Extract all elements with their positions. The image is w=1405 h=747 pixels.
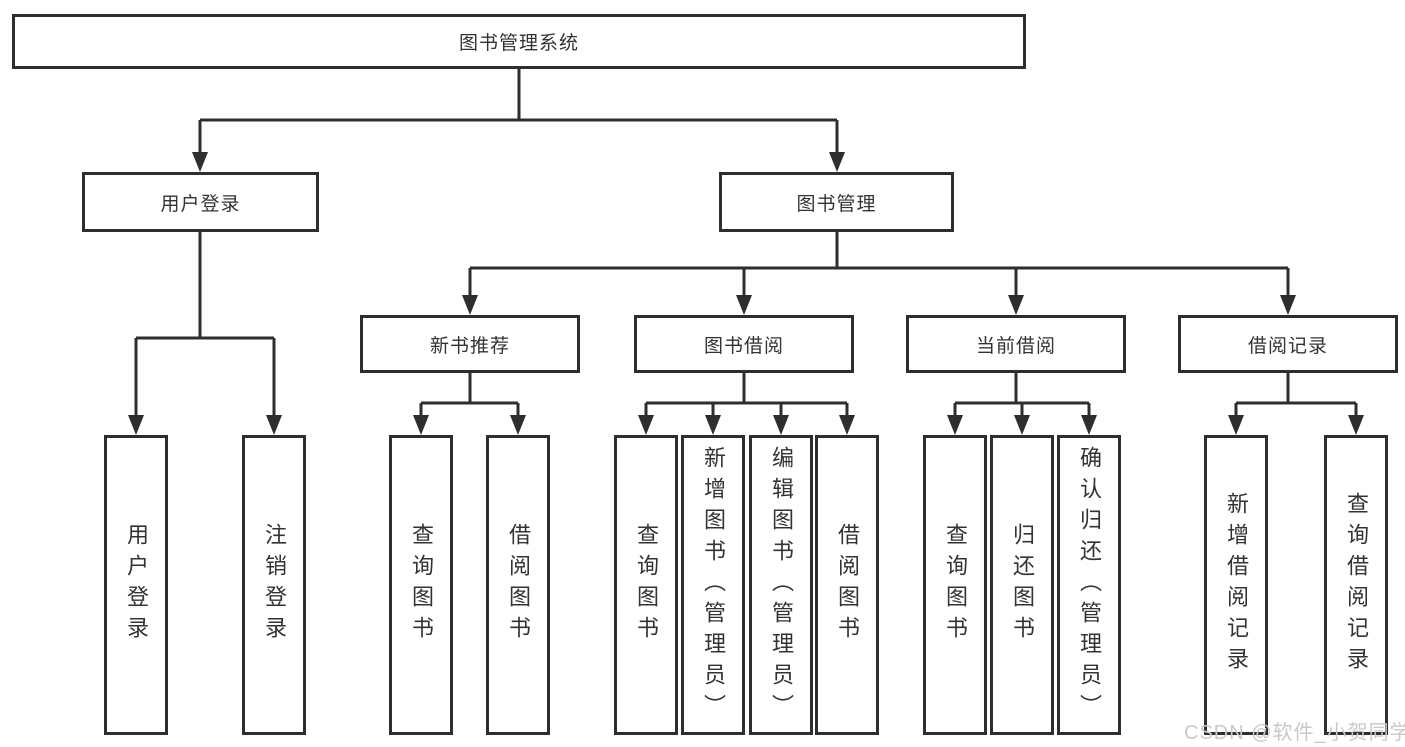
leaf-borrow-books-borrowing: 借阅图书 — [815, 435, 879, 735]
node-new-book-recommendation: 新书推荐 — [360, 315, 580, 373]
connector-records-to-leaves — [1234, 373, 1358, 421]
leaf-user-login: 用户登录 — [104, 435, 168, 735]
leaf-borrow-books-recommend: 借阅图书 — [486, 435, 550, 735]
connector-book-management-to-level3 — [468, 232, 1290, 301]
node-book-management: 图书管理 — [719, 172, 954, 232]
leaf-query-borrow-record: 查询借阅记录 — [1324, 435, 1388, 735]
connector-borrowing-to-leaves — [644, 373, 849, 421]
leaf-logout-login: 注销登录 — [242, 435, 306, 735]
leaf-add-borrow-record: 新增借阅记录 — [1204, 435, 1268, 735]
csdn-watermark: CSDN @软件_小贺同学 — [1184, 722, 1405, 744]
leaf-query-books-recommend: 查询图书 — [389, 435, 453, 735]
connector-current-to-leaves — [953, 373, 1091, 421]
leaf-return-books: 归还图书 — [990, 435, 1054, 735]
leaf-edit-book-admin: 编辑图书（管理员） — [749, 435, 813, 735]
connector-root-to-level2 — [198, 69, 839, 158]
node-borrowing-records: 借阅记录 — [1178, 315, 1398, 373]
arrowheads — [128, 152, 1364, 435]
connector-recommend-to-leaves — [419, 373, 520, 421]
node-current-borrowing: 当前借阅 — [906, 315, 1126, 373]
leaf-confirm-return-admin: 确认归还（管理员） — [1057, 435, 1121, 735]
node-book-borrowing: 图书借阅 — [634, 315, 854, 373]
leaf-add-book-admin: 新增图书（管理员） — [681, 435, 745, 735]
node-user-login: 用户登录 — [82, 172, 319, 232]
leaf-query-books-borrowing: 查询图书 — [614, 435, 678, 735]
connector-user-login-to-leaves — [134, 232, 276, 421]
node-root: 图书管理系统 — [12, 14, 1026, 69]
leaf-query-books-current: 查询图书 — [923, 435, 987, 735]
